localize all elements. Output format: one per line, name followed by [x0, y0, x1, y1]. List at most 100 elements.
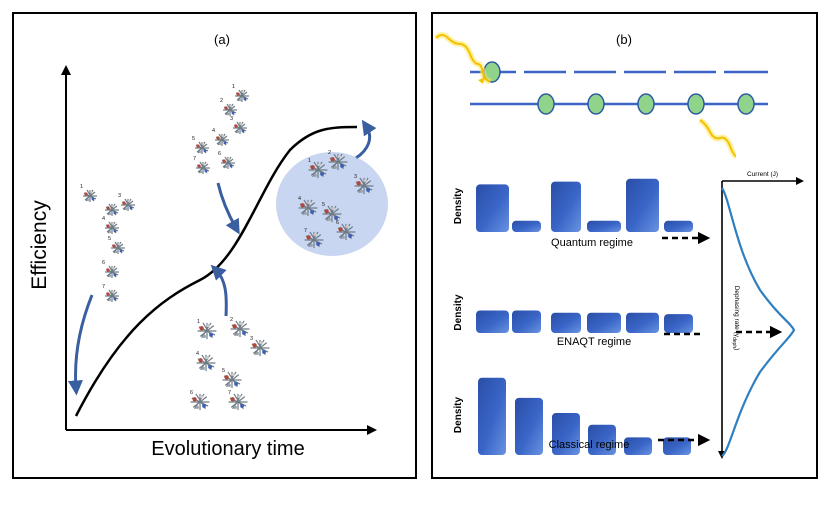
density-axis-label: Density	[453, 397, 464, 434]
regime-label: Classical regime	[549, 439, 630, 451]
molecule-icon	[105, 265, 119, 278]
molecule-icon	[105, 221, 119, 234]
site-number: 4	[212, 128, 215, 134]
density-bar	[588, 424, 616, 455]
density-bar	[515, 397, 543, 455]
current-axis-label: Current (J)	[747, 171, 778, 178]
molecule-icon	[196, 161, 210, 174]
density-bar	[476, 184, 509, 232]
molecule-icon	[308, 161, 328, 179]
density-bar	[478, 377, 506, 455]
site-number: 2	[230, 317, 233, 323]
site	[637, 93, 655, 115]
efficiency-curve	[74, 125, 358, 417]
density-bar	[552, 413, 580, 455]
site-number: 3	[354, 174, 357, 180]
site-number: 1	[232, 84, 235, 90]
site-number: 5	[222, 368, 225, 374]
molecule-icon	[190, 393, 210, 411]
molecule-icon	[328, 153, 348, 171]
site-number: 3	[118, 193, 121, 199]
molecule-icon	[304, 231, 324, 249]
molecule-icon	[222, 371, 242, 389]
current-vs-dephasing-plot: Current (J) Dephasing rate (γdeph)	[718, 171, 804, 459]
arrow-cluster-to-curve-4	[355, 119, 377, 160]
density-bar	[512, 310, 541, 333]
site-number: 5	[322, 202, 325, 208]
molecule-icon	[230, 320, 250, 338]
density-bar	[587, 312, 621, 333]
arrow-cluster-to-curve-3	[210, 264, 228, 317]
site	[687, 93, 705, 115]
site-number: 3	[250, 336, 253, 342]
site	[737, 93, 755, 115]
site-number: 7	[193, 156, 196, 162]
molecule-icon	[233, 121, 247, 134]
density-bar	[663, 437, 691, 455]
molecule-icon	[298, 199, 318, 217]
molecule-icon	[105, 203, 119, 216]
density-bar	[551, 312, 581, 333]
density-bar	[512, 220, 541, 232]
arrow-cluster-to-curve-2	[216, 182, 240, 235]
site	[537, 93, 555, 115]
site-chain-top	[470, 61, 768, 83]
molecule-icon	[223, 103, 237, 116]
y-axis-label: Efficiency	[28, 200, 51, 290]
site-number: 5	[108, 236, 111, 242]
incoming-photon-icon	[433, 32, 492, 85]
density-bar	[476, 310, 509, 333]
regime-label: ENAQT regime	[557, 336, 631, 348]
x-axis-label: Evolutionary time	[151, 438, 304, 460]
site-number: 6	[102, 260, 105, 266]
panel-a: (a) Efficiency Evolutionary time 1345671…	[12, 12, 417, 479]
site-number: 2	[328, 150, 331, 156]
density-bar	[551, 181, 581, 232]
highlight-glow	[276, 152, 388, 256]
site-number: 1	[80, 184, 83, 190]
site-number: 1	[197, 319, 200, 325]
density-bar	[626, 312, 659, 333]
molecule-icon	[250, 339, 270, 357]
molecule-icon	[215, 133, 229, 146]
density-bar	[624, 437, 652, 455]
site-chain-bottom	[470, 93, 768, 115]
molecule-icon	[228, 393, 248, 411]
molecule-icon	[83, 189, 97, 202]
molecule-icon	[235, 89, 249, 102]
density-bar	[664, 314, 693, 333]
site-number: 3	[230, 116, 233, 122]
molecule-icon	[195, 141, 209, 154]
molecule-icon	[105, 289, 119, 302]
molecule-icon	[121, 198, 135, 211]
site-number: 4	[298, 196, 301, 202]
molecule-icon	[322, 205, 342, 223]
site-number: 6	[336, 220, 339, 226]
dephasing-axis-label: Dephasing rate (γdeph)	[731, 286, 740, 351]
site-number: 4	[196, 351, 199, 357]
density-bar	[664, 220, 693, 232]
site-number: 5	[192, 136, 195, 142]
molecule-icon	[111, 241, 125, 254]
site-number: 6	[218, 151, 221, 157]
panel-b-label: (b)	[616, 32, 632, 47]
site-number: 2	[220, 98, 223, 104]
site-number: 7	[304, 228, 307, 234]
molecule-icon	[354, 177, 374, 195]
site	[587, 93, 605, 115]
site-number: 7	[228, 390, 231, 396]
site-number: 6	[190, 390, 193, 396]
molecule-icon	[196, 354, 216, 372]
site-number: 4	[102, 216, 105, 222]
density-axis-label: Density	[453, 188, 464, 225]
density-bar	[587, 220, 621, 232]
density-bar	[626, 178, 659, 232]
site-number: 7	[102, 284, 105, 290]
